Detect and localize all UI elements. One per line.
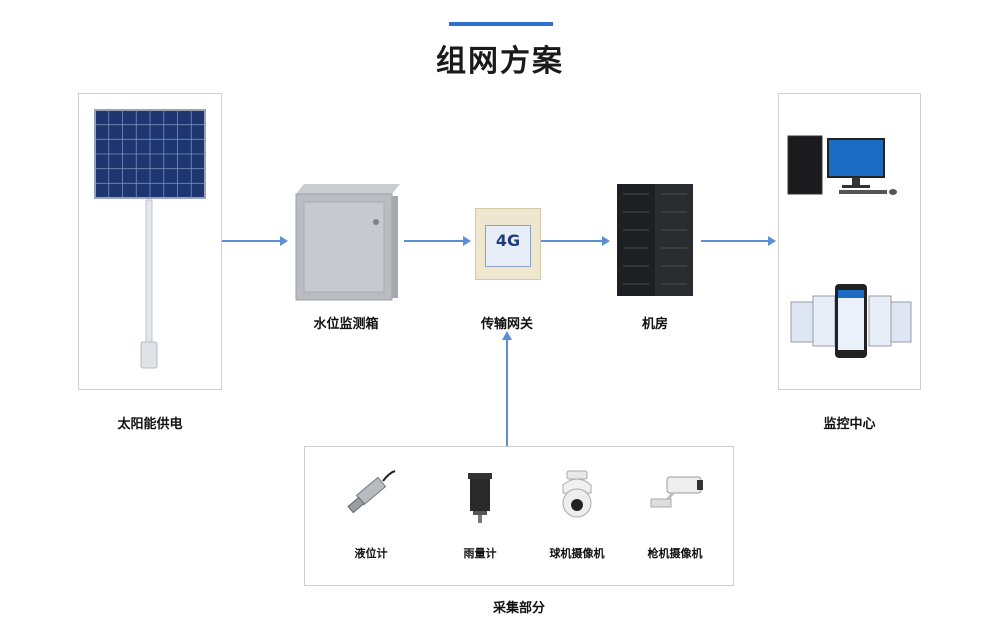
bullet-camera-icon <box>650 476 703 508</box>
collection-item-label: 液位计 <box>354 547 388 560</box>
rain-gauge-icon <box>468 473 492 523</box>
monitor-label: 监控中心 <box>823 417 876 432</box>
mobile-app-icon <box>790 284 912 358</box>
box-label: 水位监测箱 <box>313 317 379 332</box>
arrowhead-server-to-monitor <box>768 236 776 246</box>
collection-item-label: 雨量计 <box>463 547 497 560</box>
level-sensor-icon <box>347 470 396 514</box>
dome-camera-icon <box>562 470 592 518</box>
collection-item-label: 球机摄像机 <box>549 547 605 560</box>
collection-title: 采集部分 <box>492 601 545 616</box>
arrowhead-solar-to-box <box>280 236 288 246</box>
monitor-center-frame <box>778 93 921 390</box>
collection-item-label: 枪机摄像机 <box>647 547 703 560</box>
gateway-device-icon: 4G <box>475 208 541 280</box>
arrowhead-box-to-gateway <box>463 236 471 246</box>
title-accent-bar <box>449 22 553 26</box>
arrowhead-collection-to-gateway <box>502 331 512 340</box>
server-room-label: 机房 <box>641 317 668 332</box>
arrowhead-gateway-to-server <box>602 236 610 246</box>
server-rack-icon <box>617 184 693 296</box>
desktop-computer-icon <box>787 135 897 195</box>
solar-panel-frame <box>78 93 222 390</box>
page-title: 组网方案 <box>436 44 564 79</box>
gateway-badge: 4G <box>495 231 521 250</box>
solar-label: 太阳能供电 <box>117 417 183 432</box>
gateway-label: 传输网关 <box>480 317 533 332</box>
gateway-card: 4G <box>485 225 531 267</box>
cabinet-icon <box>295 184 400 301</box>
solar-panel-icon <box>94 109 206 369</box>
collection-frame: 液位计 雨量计 球机摄像机 枪机摄像机 <box>304 446 734 586</box>
